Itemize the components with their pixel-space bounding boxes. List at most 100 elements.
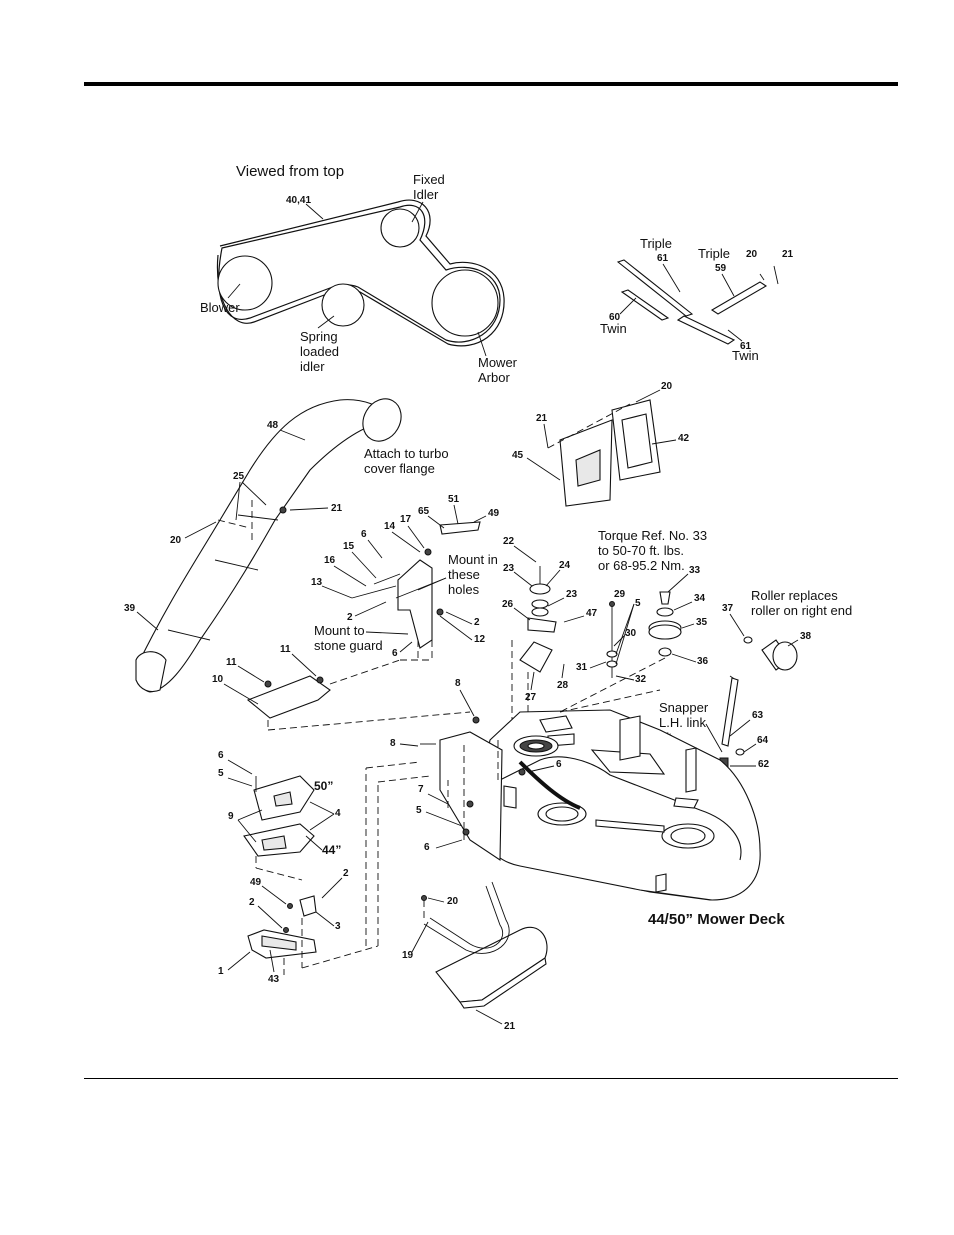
mount-holes-note-1: Mount in (448, 552, 498, 567)
callout-49b: 49 (250, 877, 262, 888)
stone-guard: 11 11 10 (212, 644, 471, 731)
callout-1: 1 (218, 966, 224, 977)
callout-22: 22 (503, 536, 515, 547)
callout-38: 38 (800, 631, 812, 642)
callout-14: 14 (384, 521, 396, 532)
callout-42: 42 (678, 433, 690, 444)
callout-25: 25 (233, 471, 245, 482)
idler-arm-assembly: 22 23 24 23 26 47 27 28 (502, 536, 598, 720)
roller-note-2: roller on right end (751, 603, 852, 618)
attach-turbo-note-1: Attach to turbo (364, 446, 449, 461)
turbo-cover-plates: 21 20 45 42 (512, 381, 690, 507)
mower-arbor-label-1: Mower (478, 355, 518, 370)
callout-2c: 2 (343, 868, 349, 879)
callout-26: 26 (502, 599, 514, 610)
spring-idler-label-3: idler (300, 359, 325, 374)
callout-28: 28 (557, 680, 569, 691)
callout-30: 30 (625, 628, 637, 639)
spring-idler-label-2: loaded (300, 344, 339, 359)
belt-routing-heading: Viewed from top (236, 163, 344, 180)
snapper-note-2: L.H. link (659, 715, 706, 730)
callout-2b: 2 (474, 617, 480, 628)
callout-17: 17 (400, 514, 412, 525)
callout-9: 9 (228, 811, 234, 822)
belt-guard-strips: Triple 61 Triple 59 20 21 60 Twin 61 Twi… (600, 236, 794, 363)
callout-21b: 21 (536, 413, 548, 424)
snapper-note-1: Snapper (659, 700, 709, 715)
triple-59-callout: 59 (715, 263, 727, 274)
callout-63: 63 (752, 710, 764, 721)
callout-29: 29 (614, 589, 626, 600)
callout-6e: 6 (424, 842, 430, 853)
callout-35: 35 (696, 617, 708, 628)
torque-note-1: Torque Ref. No. 33 (598, 528, 707, 543)
discharge-deflector: 20 19 21 (402, 881, 548, 1032)
callout-47: 47 (586, 608, 598, 619)
callout-21c: 21 (504, 1021, 516, 1032)
spring-idler-label-1: Spring (300, 329, 338, 344)
callout-49a: 49 (488, 508, 500, 519)
callout-6a: 6 (361, 529, 367, 540)
spring-idler-pulley (321, 283, 365, 327)
callout-20a: 20 (170, 535, 182, 546)
callout-65: 65 (418, 506, 430, 517)
fixed-idler-label-2: Idler (413, 187, 439, 202)
callout-12: 12 (474, 634, 486, 645)
callout-48: 48 (267, 420, 279, 431)
callout-21a: 21 (331, 503, 343, 514)
callout-2a: 2 (347, 612, 353, 623)
fixed-idler-label-1: Fixed (413, 172, 445, 187)
callout-19: 19 (402, 950, 414, 961)
mount-holes-note-3: holes (448, 582, 480, 597)
roller-note-1: Roller replaces (751, 588, 838, 603)
size-44-label: 44” (322, 843, 341, 857)
callout-31: 31 (576, 662, 588, 673)
mount-stone-note-1: Mount to (314, 623, 365, 638)
callout-45: 45 (512, 450, 524, 461)
callout-5c: 5 (416, 805, 422, 816)
callout-3: 3 (335, 921, 341, 932)
callout-20c: 20 (447, 896, 459, 907)
callout-6c: 6 (556, 759, 562, 770)
callout-13: 13 (311, 577, 323, 588)
torque-note-3: or 68-95.2 Nm. (598, 558, 685, 573)
blower-label: Blower (200, 300, 240, 315)
attach-turbo-note-2: cover flange (364, 461, 435, 476)
callout-51: 51 (448, 494, 460, 505)
callout-33: 33 (689, 565, 701, 576)
twin-61-label: Twin (732, 348, 759, 363)
guard-20-callout: 20 (746, 249, 758, 260)
callout-11b: 11 (280, 644, 291, 655)
triple-59-label: Triple (698, 246, 730, 261)
callout-6d: 6 (218, 750, 224, 761)
top-rule (84, 82, 898, 86)
twin-61-callout: 61 (740, 341, 752, 352)
callout-4: 4 (335, 808, 341, 819)
mower-arbor-label-2: Arbor (478, 370, 510, 385)
callout-8a: 8 (455, 678, 461, 689)
callout-16: 16 (324, 555, 336, 566)
triple-61-label: Triple (640, 236, 672, 251)
callout-64: 64 (757, 735, 769, 746)
mower-deck-housing (420, 709, 761, 901)
callout-8b: 8 (390, 738, 396, 749)
mount-holes-note-2: these (448, 567, 480, 582)
bottom-rule (84, 1078, 898, 1079)
callout-23a: 23 (503, 563, 515, 574)
callout-37: 37 (722, 603, 734, 614)
callout-5b: 5 (218, 768, 224, 779)
callout-27: 27 (525, 692, 537, 703)
twin-60-callout: 60 (609, 312, 621, 323)
callout-32: 32 (635, 674, 647, 685)
callout-23b: 23 (566, 589, 578, 600)
callout-24: 24 (559, 560, 571, 571)
callout-5a: 5 (635, 598, 641, 609)
callout-62: 62 (758, 759, 770, 770)
side-shield-assembly: 50” 44” 6 5 4 9 (218, 750, 341, 881)
roller-assembly: Roller replaces roller on right end 37 3… (722, 588, 852, 671)
belt-ref-callout: 40,41 (286, 195, 311, 206)
guard-21-callout: 21 (782, 249, 794, 260)
blower-pulley (217, 255, 273, 311)
callout-34: 34 (694, 593, 706, 604)
